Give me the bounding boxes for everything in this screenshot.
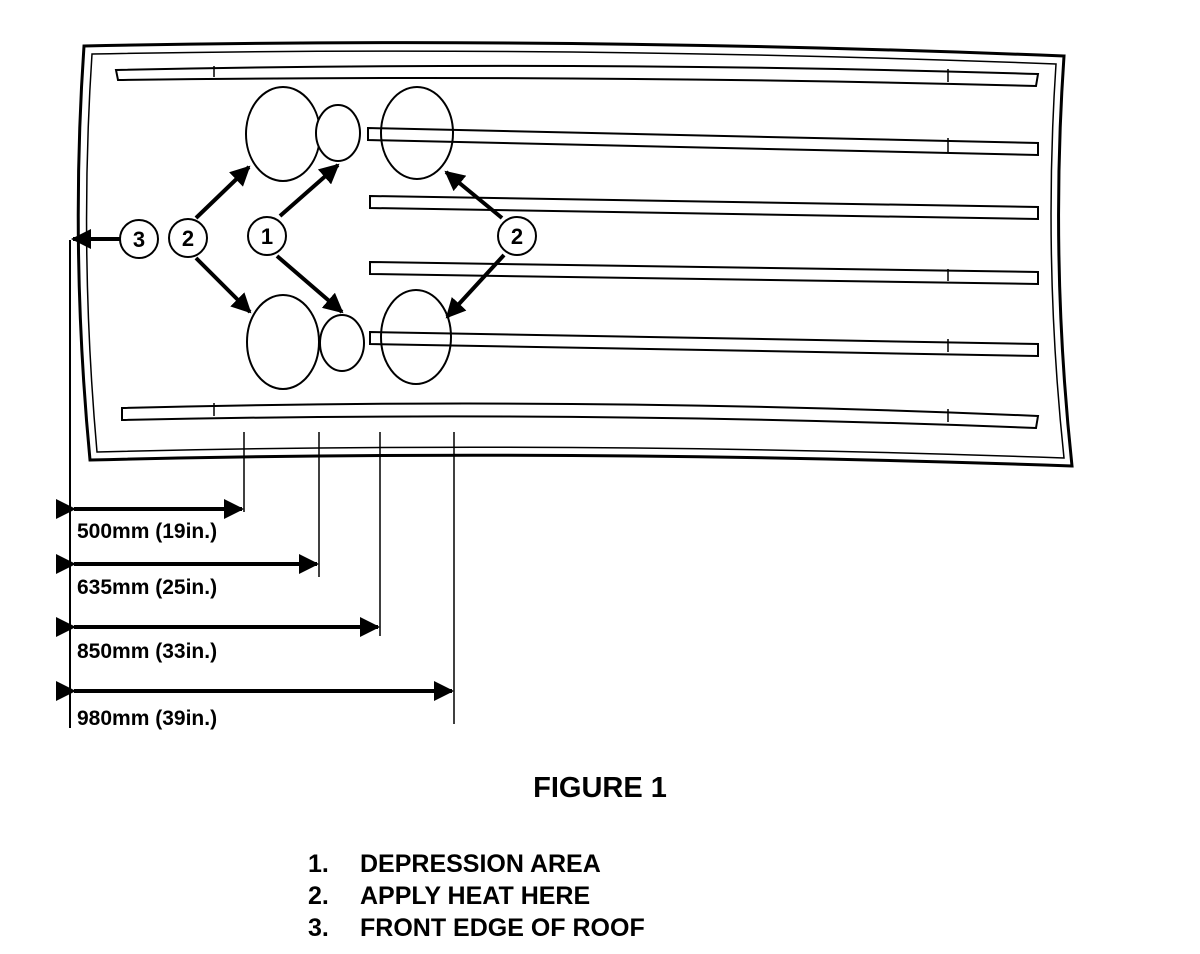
legend-item-text: FRONT EDGE OF ROOF [360,914,645,942]
depression-area-lower [319,314,365,372]
dimension-label-635: 635mm (25in.) [77,576,217,599]
roof-bow-2 [369,194,1039,221]
roof-rail-bottom [121,402,1040,430]
legend-item-number: 1. [308,850,329,878]
legend-item-text: APPLY HEAT HERE [360,882,591,910]
figure-caption: FIGURE 1 [533,772,667,804]
heat-arrow-upper-left [194,165,251,220]
svg-text:3: 3 [133,227,145,252]
roof-panel-inner-outline [85,50,1065,459]
depression-area-upper [315,104,361,162]
heat-arrow-upper-right [444,170,504,220]
dimension-label-850: 850mm (33in.) [77,640,217,663]
heat-arrow-lower-right [445,253,506,319]
roof-panel-outline [76,41,1074,468]
legend-item: 1. DEPRESSION AREA [308,848,645,880]
callout-2-apply-heat-right: 2 [497,216,537,256]
svg-text:2: 2 [511,224,523,249]
heat-area-lower-right [380,289,452,385]
legend-item-text: DEPRESSION AREA [360,850,601,878]
roof-bow-4 [369,330,1039,358]
callout-1-depression: 1 [247,216,287,256]
legend-item-number: 3. [308,914,329,942]
roof-rail-top [114,64,1040,88]
svg-text:1: 1 [261,224,273,249]
heat-area-lower-left [246,294,320,390]
legend-item-number: 2. [308,882,329,910]
heat-area-upper-right [380,86,454,180]
dimension-label-980: 980mm (39in.) [77,707,217,730]
heat-area-upper-left [245,86,321,182]
dimension-label-500: 500mm (19in.) [77,520,217,543]
svg-text:2: 2 [182,226,194,251]
depression-arrow-lower [275,254,344,314]
legend-item: 2. APPLY HEAT HERE [308,880,645,912]
heat-arrow-lower-left [194,256,252,314]
callout-3-front-edge: 3 [119,219,159,259]
callout-2-apply-heat-left: 2 [168,218,208,258]
roof-bow-3 [369,260,1039,286]
roof-bow-1 [367,126,1039,157]
depression-arrow-upper [278,163,340,218]
legend-list: 1. DEPRESSION AREA 2. APPLY HEAT HERE 3.… [308,848,645,944]
legend-item: 3. FRONT EDGE OF ROOF [308,912,645,944]
